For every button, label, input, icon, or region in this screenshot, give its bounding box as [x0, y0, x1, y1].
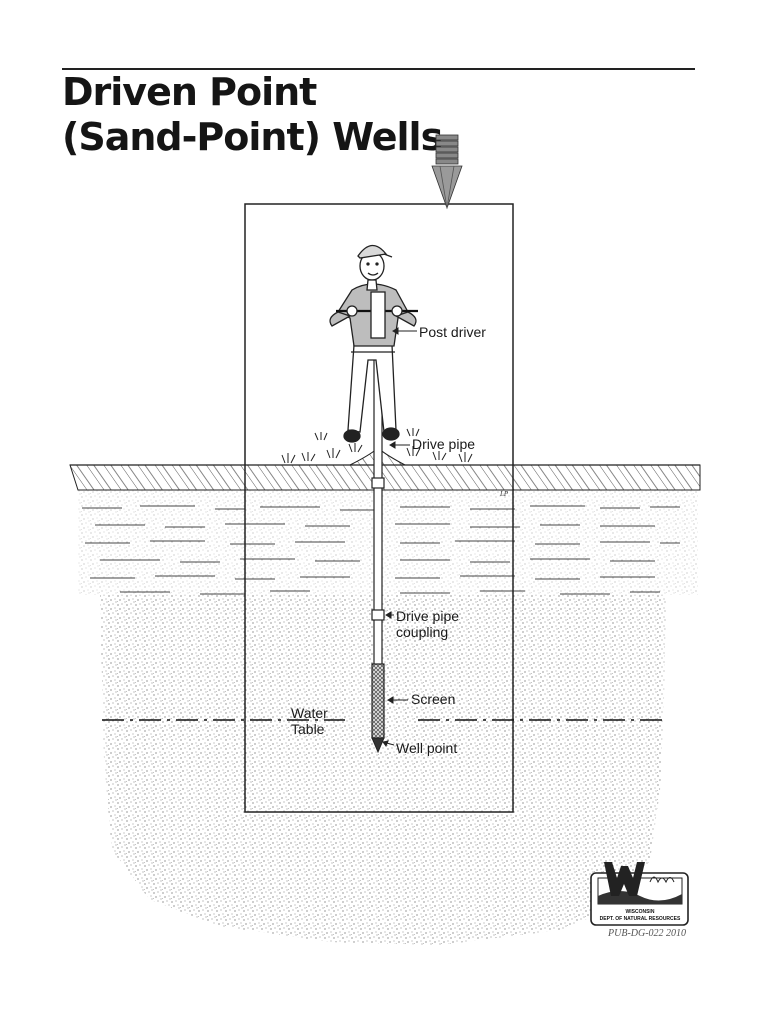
label-water-table: Water Table [291, 705, 328, 737]
page-title: Driven Point (Sand-Point) Wells [62, 70, 443, 160]
label-drive-pipe-coupling-line-2: coupling [396, 624, 449, 640]
leader-lines [382, 327, 417, 748]
pipe-coupling-upper [371, 477, 385, 489]
subsoil-layer [78, 490, 698, 595]
well-point-icon [431, 134, 463, 210]
title-line-2: (Sand-Point) Wells [62, 115, 443, 159]
label-drive-pipe-coupling: Drive pipe coupling [396, 608, 459, 640]
label-screen: Screen [411, 691, 456, 707]
worker-figure [329, 244, 418, 443]
label-drive-pipe-coupling-line-1: Drive pipe [396, 608, 460, 624]
label-water-table-line-2: Table [291, 721, 325, 737]
topsoil-layer [69, 447, 701, 491]
logo-line-1: WISCONSIN [626, 909, 655, 915]
sand-layer [100, 595, 666, 945]
logo-line-2: DEPT. OF NATURAL RESOURCES [600, 916, 681, 922]
drive-pipe [371, 329, 385, 754]
artist-initials: LP [499, 490, 509, 498]
well-point-tip [371, 737, 385, 754]
label-post-driver: Post driver [419, 324, 486, 340]
title-rule [62, 68, 695, 70]
dnr-logo-icon: WISCONSIN DEPT. OF NATURAL RESOURCES [590, 862, 689, 926]
pipe-coupling-lower [371, 609, 385, 621]
inset-frame [244, 203, 514, 813]
grass-tufts [281, 428, 473, 464]
label-well-point: Well point [396, 740, 458, 756]
label-drive-pipe: Drive pipe [412, 436, 476, 452]
publication-code: PUB-DG-022 2010 [608, 928, 687, 939]
well-screen [371, 663, 385, 739]
label-water-table-line-1: Water [291, 705, 328, 721]
title-line-1: Driven Point [62, 70, 317, 114]
post-driver [370, 291, 386, 339]
